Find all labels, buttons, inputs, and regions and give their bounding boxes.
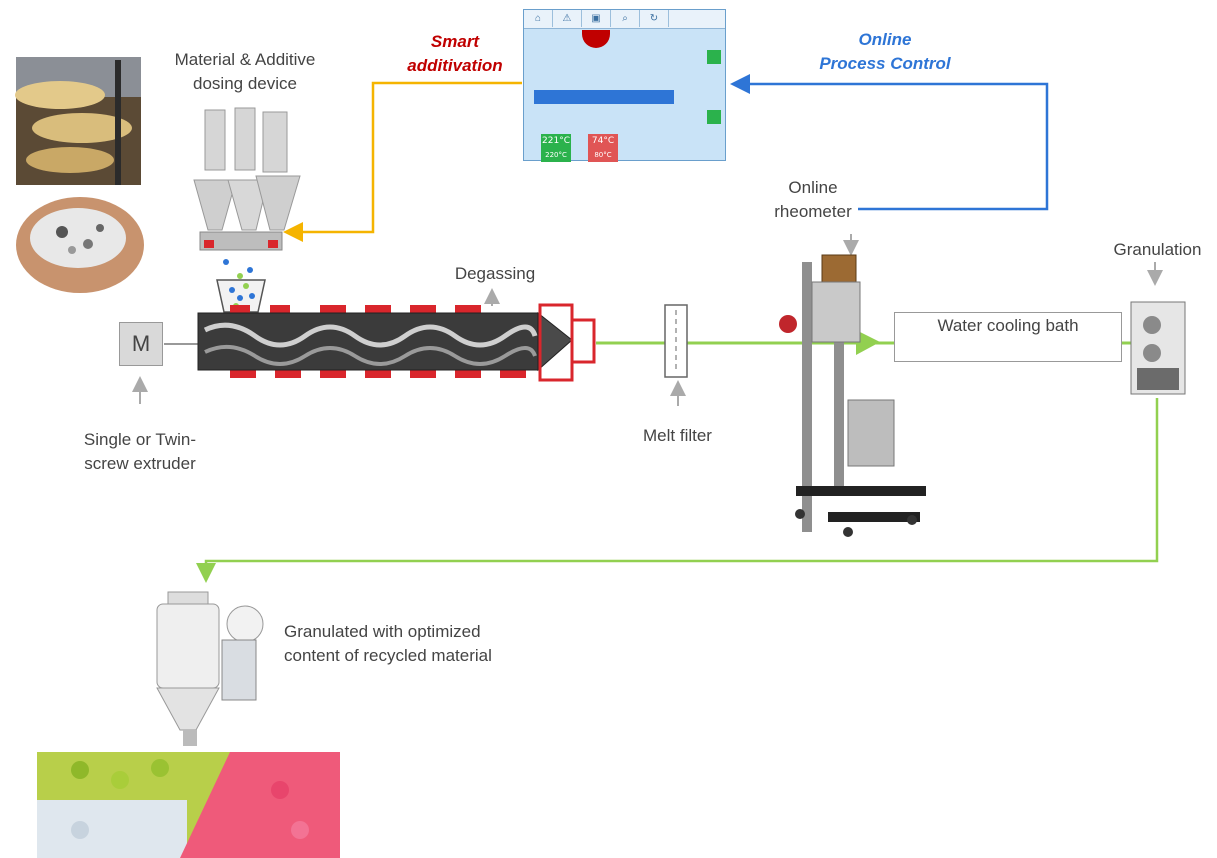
melt-filter-label: Melt filter	[643, 426, 712, 445]
warning-icon: ⚠	[553, 10, 582, 27]
hmi-temp-2: 74°C	[588, 134, 618, 148]
film-roll-photo	[15, 57, 141, 185]
granulation-label: Granulation	[1113, 240, 1202, 259]
hmi-status-icon	[707, 110, 721, 124]
dryer-illustration	[156, 591, 264, 746]
degassing-label: Degassing	[454, 264, 536, 283]
hmi-screen: ⌂ ⚠ ▣ ⌕ ↻ 221°C 220°C 74°C 80°C	[523, 9, 726, 162]
granules-photo	[37, 752, 340, 858]
rheometer-flow-arrowhead	[856, 330, 880, 355]
water-cooling-bath-label: Water cooling bath	[937, 316, 1079, 335]
granulator	[1130, 301, 1186, 395]
output-flow-line	[196, 398, 1159, 583]
smart-additivation-arrow	[283, 81, 522, 242]
hmi-temp-1: 221°C	[541, 134, 571, 148]
hmi-status-icon	[707, 50, 721, 64]
melt-filter	[664, 304, 688, 378]
water-cooling-bath: Water cooling bath	[894, 312, 1122, 362]
hmi-temp-1-setpoint: 220°C	[541, 148, 571, 162]
rheometer-illustration	[779, 254, 926, 537]
dosing-device-illustration	[193, 107, 301, 313]
extruder-barrel	[197, 303, 596, 382]
hmi-temp-2-setpoint: 80°C	[588, 148, 618, 162]
hmi-barrel	[534, 90, 674, 104]
search-icon: ⌕	[611, 10, 640, 27]
hmi-hopper	[582, 30, 610, 48]
home-icon: ⌂	[524, 10, 553, 27]
hmi-toolbar: ⌂ ⚠ ▣ ⌕ ↻	[524, 10, 725, 29]
refresh-icon: ↻	[640, 10, 669, 27]
process-control-arrow	[730, 74, 1049, 211]
extruder-label: Single or Twin-screw extruder	[83, 430, 197, 473]
save-icon: ▣	[582, 10, 611, 27]
motor-box: M	[119, 322, 163, 366]
recycled-flakes-photo	[16, 197, 144, 293]
